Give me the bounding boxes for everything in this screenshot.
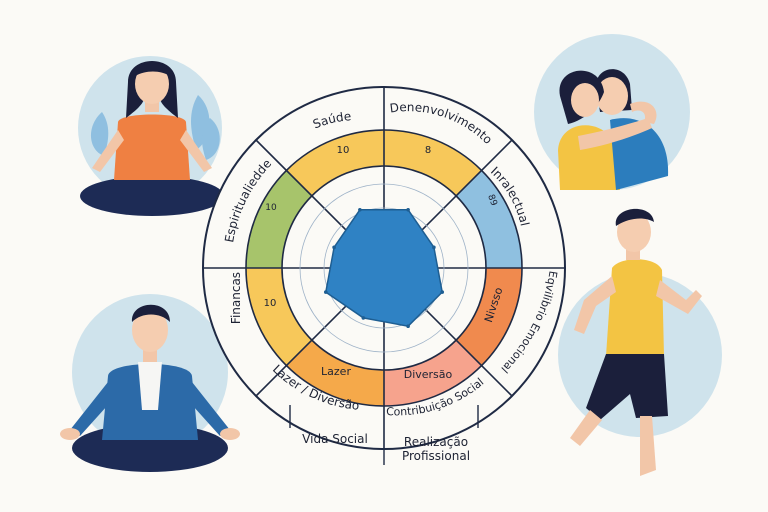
radar-point-5 — [323, 290, 328, 294]
label-financas: Financas — [229, 272, 243, 324]
ring-segment-desenvolvimento — [384, 130, 482, 196]
radar-point-2 — [440, 290, 445, 294]
ring-segment-lazer — [286, 340, 384, 406]
ring-segment-financas — [246, 268, 312, 366]
ring-label-lower-right: Diversão — [404, 368, 453, 381]
label-realizacao: Realização — [404, 435, 468, 449]
label-profissional: Profissional — [402, 449, 470, 463]
life-wheel: 10 8 10 10 89 Nivsso Lazer Diversão Saúd… — [202, 86, 566, 465]
ring-label-top-left: 10 — [337, 145, 350, 156]
ring-label-right-upper: 89 — [485, 193, 498, 207]
radar-point-1 — [432, 245, 436, 250]
ring-segment-contribuicao — [384, 340, 482, 406]
woman-meditating-illustration — [78, 56, 224, 216]
ring-segment-equilibrio — [456, 268, 522, 366]
ring-label-left-lower: 10 — [264, 298, 277, 309]
radar-point-3 — [406, 324, 410, 329]
score-ring — [246, 129, 522, 406]
radar-point-0 — [406, 207, 410, 212]
radar-point-4 — [361, 316, 366, 320]
radar-layer — [323, 207, 445, 329]
man-running-illustration — [558, 208, 722, 476]
ring-segment-intelectual — [456, 170, 522, 268]
ring-label-lower-left: Lazer — [321, 365, 351, 378]
ring-segment-saude — [286, 129, 384, 196]
bottom-label-connectors — [289, 405, 479, 465]
radar-point-6 — [332, 245, 336, 250]
ring-label-left-upper: 10 — [265, 203, 277, 213]
radar-point-7 — [358, 207, 362, 212]
ring-segment-espiritualidade — [246, 170, 312, 268]
ring-label-top-right: 8 — [425, 145, 431, 156]
label-vida-social: Vida Social — [302, 432, 368, 446]
man-meditating-illustration — [60, 294, 240, 472]
couple-hugging-illustration — [534, 34, 690, 190]
